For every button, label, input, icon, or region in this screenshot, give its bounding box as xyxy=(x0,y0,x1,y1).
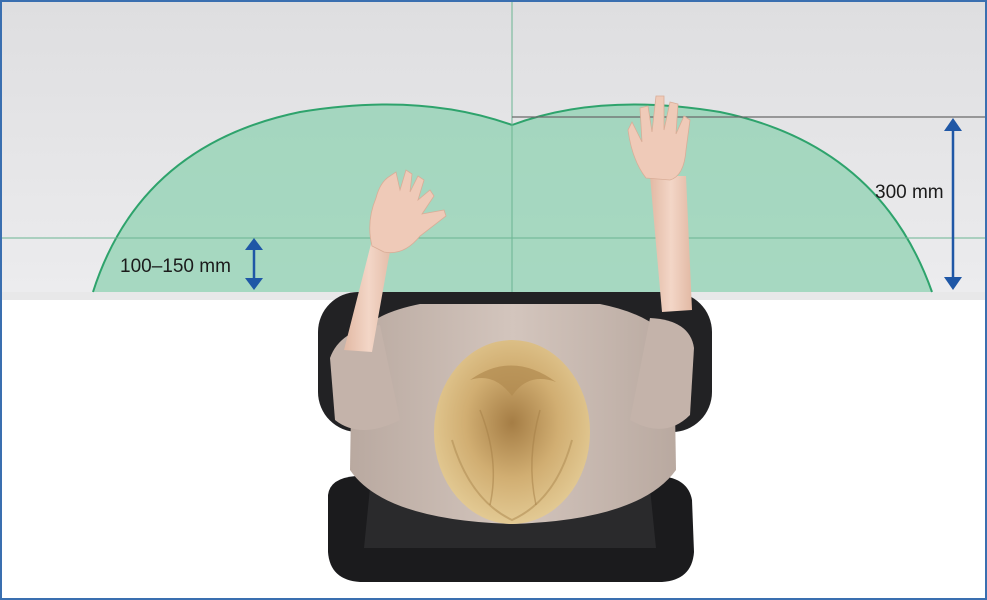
head-hair xyxy=(434,340,590,524)
left-hand xyxy=(369,169,447,254)
right-arm xyxy=(650,176,692,312)
person-top-view xyxy=(330,95,694,524)
near-zone-dimension-label: 100–150 mm xyxy=(120,256,231,277)
near-zone-dimension-arrow xyxy=(245,238,263,290)
right-hand xyxy=(627,95,691,181)
reach-dimension-arrow xyxy=(944,118,962,290)
reach-dimension-label: 300 mm xyxy=(875,182,944,203)
left-arm xyxy=(344,230,394,352)
